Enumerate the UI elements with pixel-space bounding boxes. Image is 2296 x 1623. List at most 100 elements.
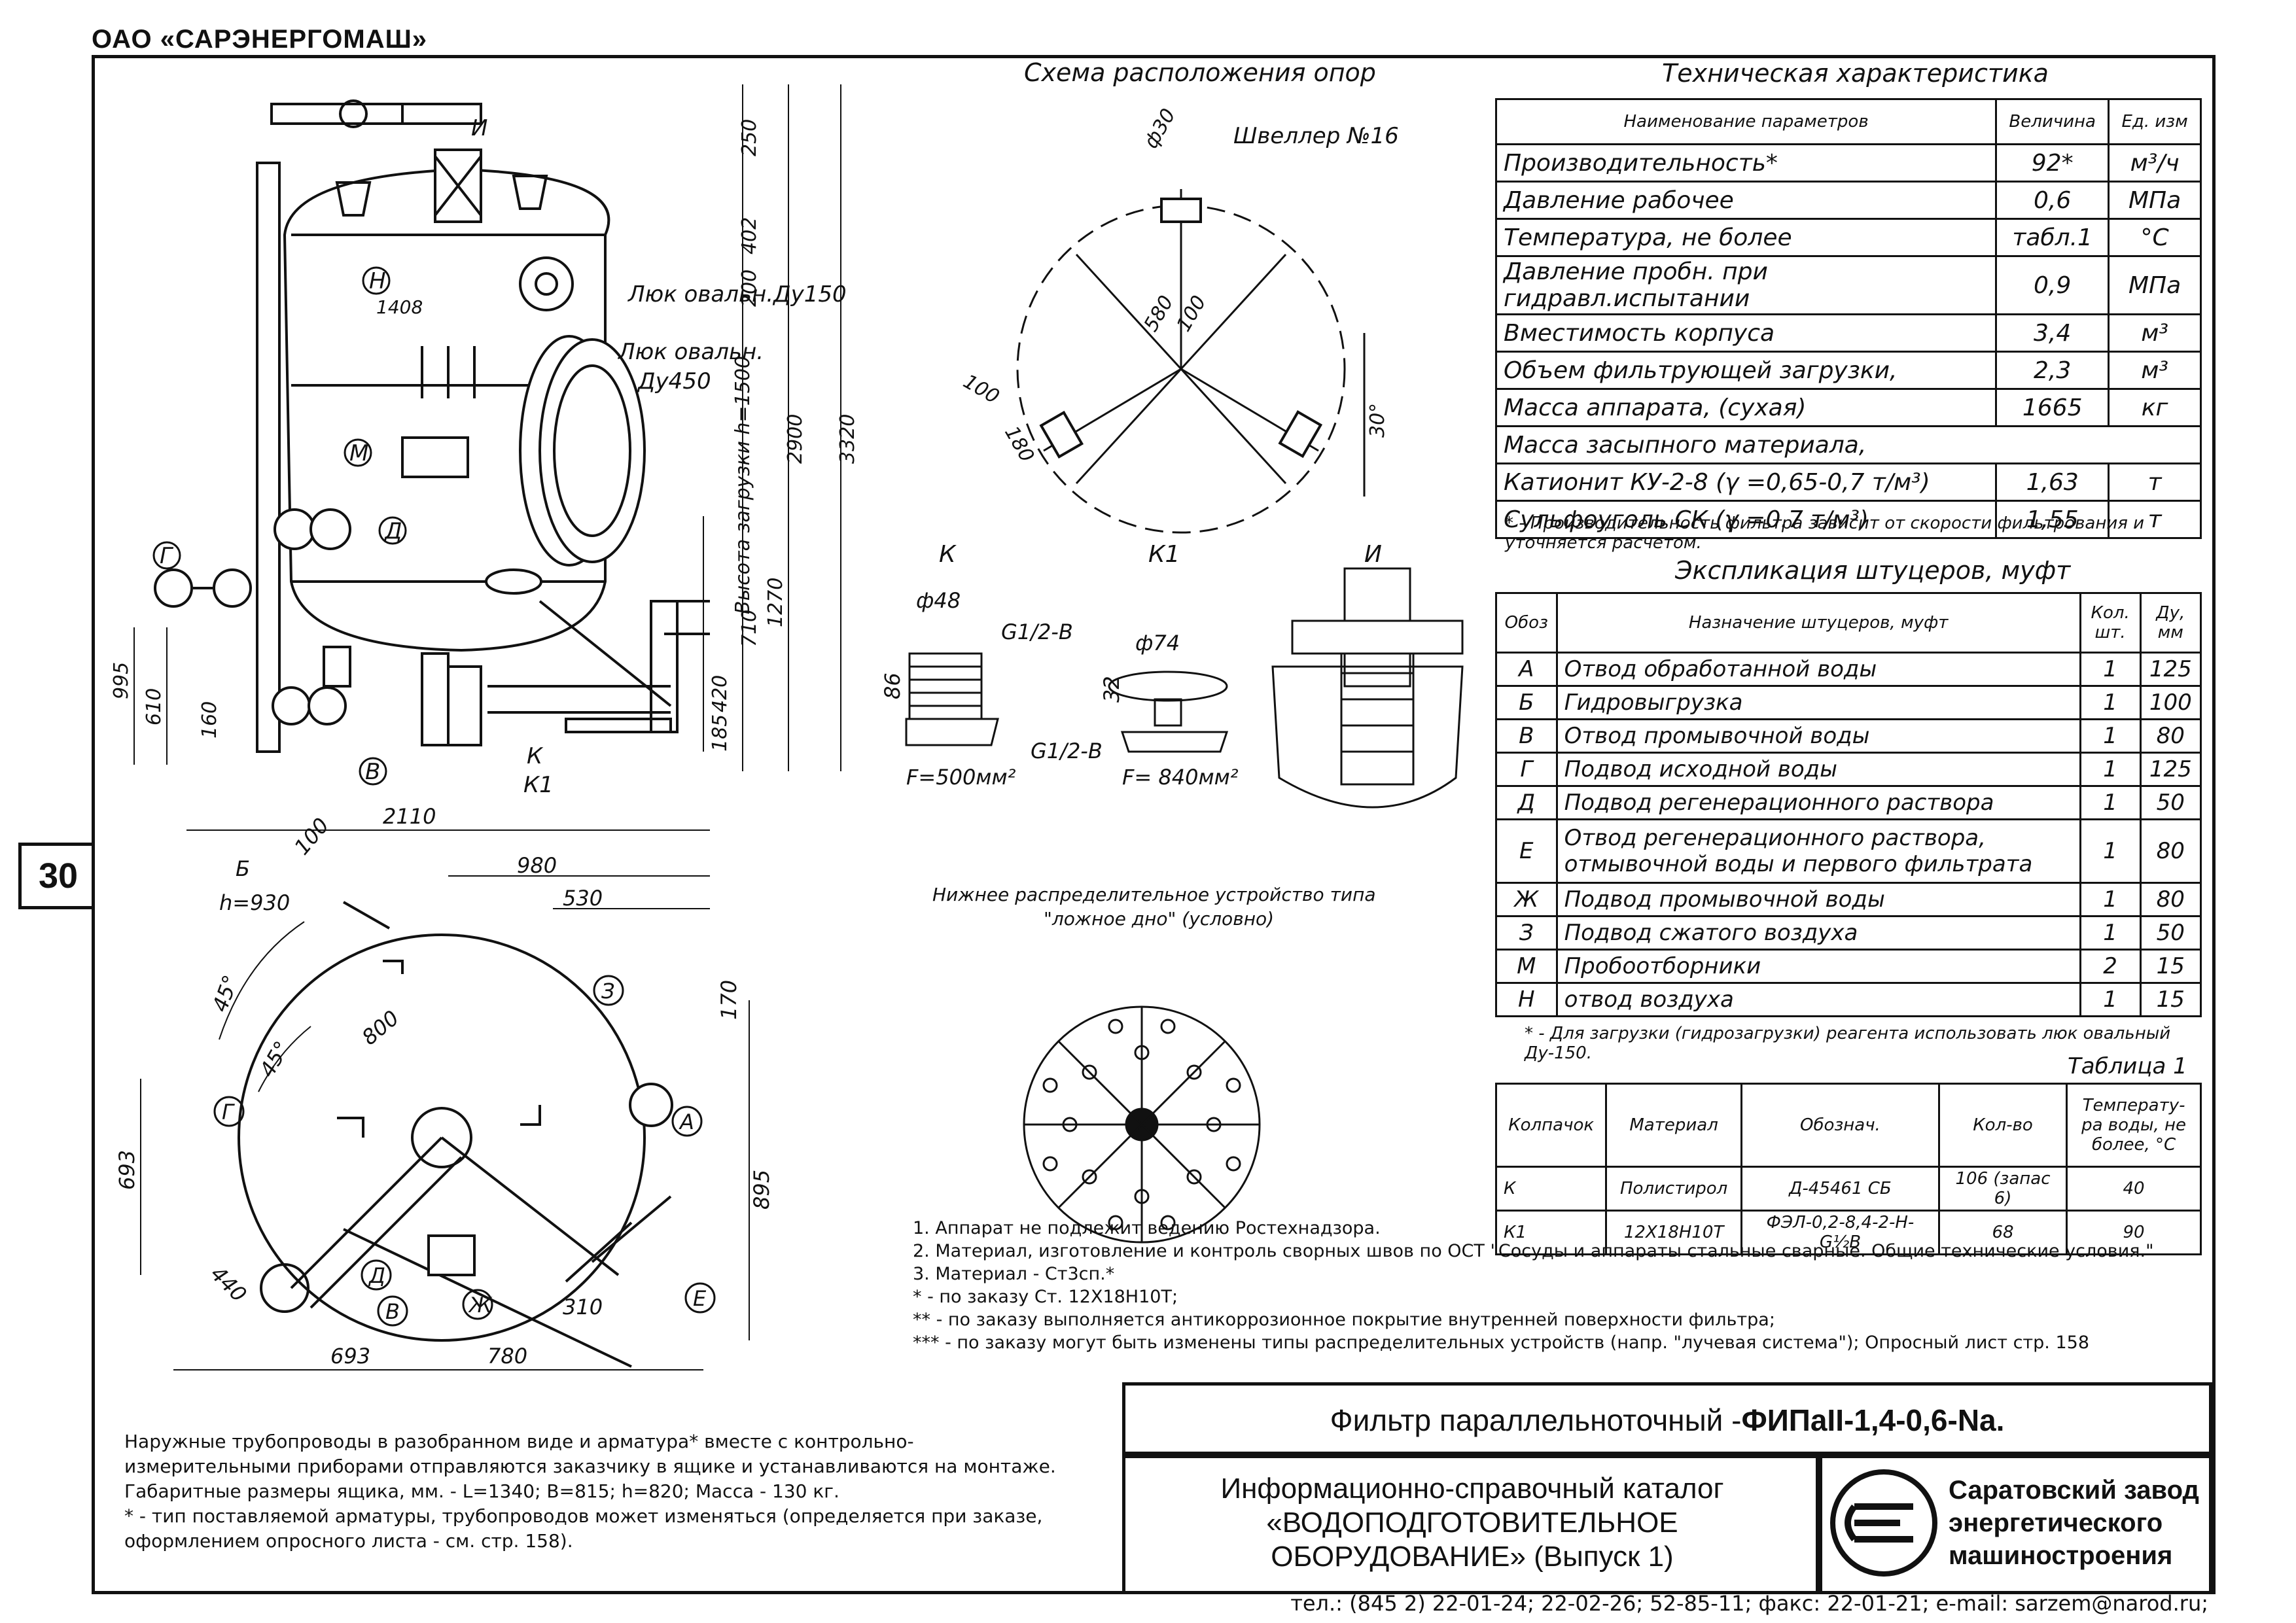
dim-2110: 2110 <box>383 804 436 829</box>
detail-K <box>905 652 999 746</box>
label-B-height: h=930 <box>219 890 290 915</box>
nozzle-purpose: Подвод регенерационного раствора <box>1555 785 2081 820</box>
param-name: Вместимость корпуса <box>1494 313 1998 353</box>
note-line: * - по заказу Ст. 12Х18Н10Т; <box>913 1287 1178 1307</box>
drawing-canvas: И Н М Д Г В К К1 Люк овальн.Ду150 Люк ов… <box>110 58 1464 1370</box>
nozzle-purpose: Подвод исходной воды <box>1555 752 2081 787</box>
dim-200: 200 <box>738 270 761 307</box>
param-unit: м³ <box>2108 313 2202 353</box>
label-G-plan: Г <box>222 1100 235 1125</box>
param-name: Производительность* <box>1494 143 1998 183</box>
factory-name: Саратовский завод энергетического машино… <box>1949 1474 2199 1572</box>
expl-header-dn: Ду, мм <box>2139 592 2202 654</box>
caps-table: Колпачок Материал Обознач. Кол-во Темпер… <box>1494 1083 2202 1255</box>
detail-K1-text: К1 ф74 32 G1/2-B F= 840мм² <box>1031 541 1239 790</box>
nozzle-code: З <box>1495 915 1558 951</box>
nozzle-count: 1 <box>2079 785 2142 820</box>
caps-header-row: Колпачок Материал Обознач. Кол-во Темпер… <box>1494 1083 2202 1168</box>
dim-310: 310 <box>563 1295 603 1319</box>
param-unit: °С <box>2108 218 2202 257</box>
nozzle-dn: 15 <box>2139 949 2202 984</box>
shipping-note-line: Наружные трубопроводы в разобранном виде… <box>124 1431 914 1452</box>
nozzle-purpose: Отвод промывочной воды <box>1555 718 2081 754</box>
dim-440: 440 <box>205 1261 251 1307</box>
nozzle-count: 1 <box>2079 652 2142 687</box>
cap-material: Полистирол <box>1605 1166 1742 1212</box>
dim-895: 895 <box>749 1170 774 1210</box>
detail-K-height: 86 <box>880 672 905 699</box>
param-name: Давление рабочее <box>1494 181 1998 220</box>
manhole-label-2: Ду450 <box>637 368 711 394</box>
false-bottom-text: Нижнее распределительное устройство типа… <box>932 884 1376 930</box>
tech-header-name: Наименование параметров <box>1494 98 1998 145</box>
tech-header-row: Наименование параметров Величина Ед. изм <box>1494 98 2202 145</box>
nozzle-purpose: Гидровыгрузка <box>1555 685 2081 720</box>
detail-K-text: К ф48 G1/2-B 86 F=500мм² <box>880 541 1073 790</box>
explication-footnote: * - Для загрузки (гидрозагрузки) реагент… <box>1525 1024 2171 1063</box>
detail-K-area: F=500мм² <box>906 765 1016 790</box>
param-name: Давление пробн. при гидравл.испытании <box>1494 255 1998 315</box>
bottom-device-line2: "ложное дно" (условно) <box>1044 908 1274 930</box>
explication-header-row: Обоз Назначение штуцеров, муфт Кол. шт. … <box>1495 592 2202 654</box>
cap-material: 12Х18Н10Т <box>1605 1210 1742 1255</box>
dim-170: 170 <box>716 980 741 1020</box>
param-unit: МПа <box>2108 255 2202 315</box>
nozzle-code: Н <box>1495 982 1558 1017</box>
nozzle-count: 2 <box>2079 949 2142 984</box>
side-view-dimensions <box>133 84 841 771</box>
nozzle-code: Д <box>1495 785 1558 820</box>
detail-K1 <box>1108 671 1229 753</box>
cap-designation: ФЭЛ-0,2-8,4-2-Н-G½В <box>1740 1210 1940 1255</box>
nozzle-code: В <box>1495 718 1558 754</box>
title-block-factory: Саратовский завод энергетического машино… <box>1816 1452 2212 1594</box>
nozzle-count: 1 <box>2079 982 2142 1017</box>
label-K1: К1 <box>523 772 554 798</box>
nozzle-count: 1 <box>2079 915 2142 951</box>
manhole-label-1: Люк овальн. <box>617 339 764 365</box>
side-view-text: И Н М Д Г В К К1 Люк овальн.Ду150 Люк ов… <box>110 115 859 798</box>
detail-K1-dia: ф74 <box>1135 631 1180 655</box>
label-V-plan: В <box>385 1299 400 1324</box>
dim-2900: 2900 <box>784 414 807 464</box>
note-line: 2. Материал, изготовление и контроль сво… <box>913 1241 2154 1261</box>
nozzle-count: 1 <box>2079 818 2142 884</box>
param-value: 1,63 <box>1995 462 2110 502</box>
angle-45-top: 45° <box>207 971 243 1015</box>
nozzle-purpose: Отвод регенерационного раствора, отмывоч… <box>1555 818 2081 884</box>
label-I: И <box>471 115 487 141</box>
product-model: ФИПаII-1,4-0,6-Na. <box>1741 1403 2005 1437</box>
dim-610: 610 <box>143 688 166 725</box>
nozzle-count: 1 <box>2079 752 2142 787</box>
support-text: Схема расположения опор Швеллер №16 ф30 … <box>959 58 1399 466</box>
nozzle-count: 1 <box>2079 718 2142 754</box>
title-block-title: Фильтр параллельноточный - ФИПаII-1,4-0,… <box>1122 1382 2212 1458</box>
param-unit: м³ <box>2108 351 2202 390</box>
param-name: Масса засыпного материала, <box>1495 425 2202 464</box>
nozzle-code: Б <box>1495 685 1558 720</box>
cap-type: К1 <box>1494 1210 1608 1255</box>
detail-K-title: К <box>939 541 957 568</box>
caps-header-designation: Обознач. <box>1740 1083 1940 1168</box>
nozzle-code: Ж <box>1495 882 1558 917</box>
label-N: Н <box>369 268 386 294</box>
nozzle-code: А <box>1495 652 1558 687</box>
param-value: 3,4 <box>1995 313 2110 353</box>
nozzle-dn: 80 <box>2139 818 2202 884</box>
param-unit: т <box>2108 462 2202 502</box>
nozzle-purpose: Подвод сжатого воздуха <box>1555 915 2081 951</box>
cap-temperature: 40 <box>2066 1166 2202 1212</box>
nozzle-code: Г <box>1495 752 1558 787</box>
channel-label: Швеллер №16 <box>1233 123 1399 149</box>
cap-designation: Д-45461 СБ <box>1740 1166 1940 1212</box>
